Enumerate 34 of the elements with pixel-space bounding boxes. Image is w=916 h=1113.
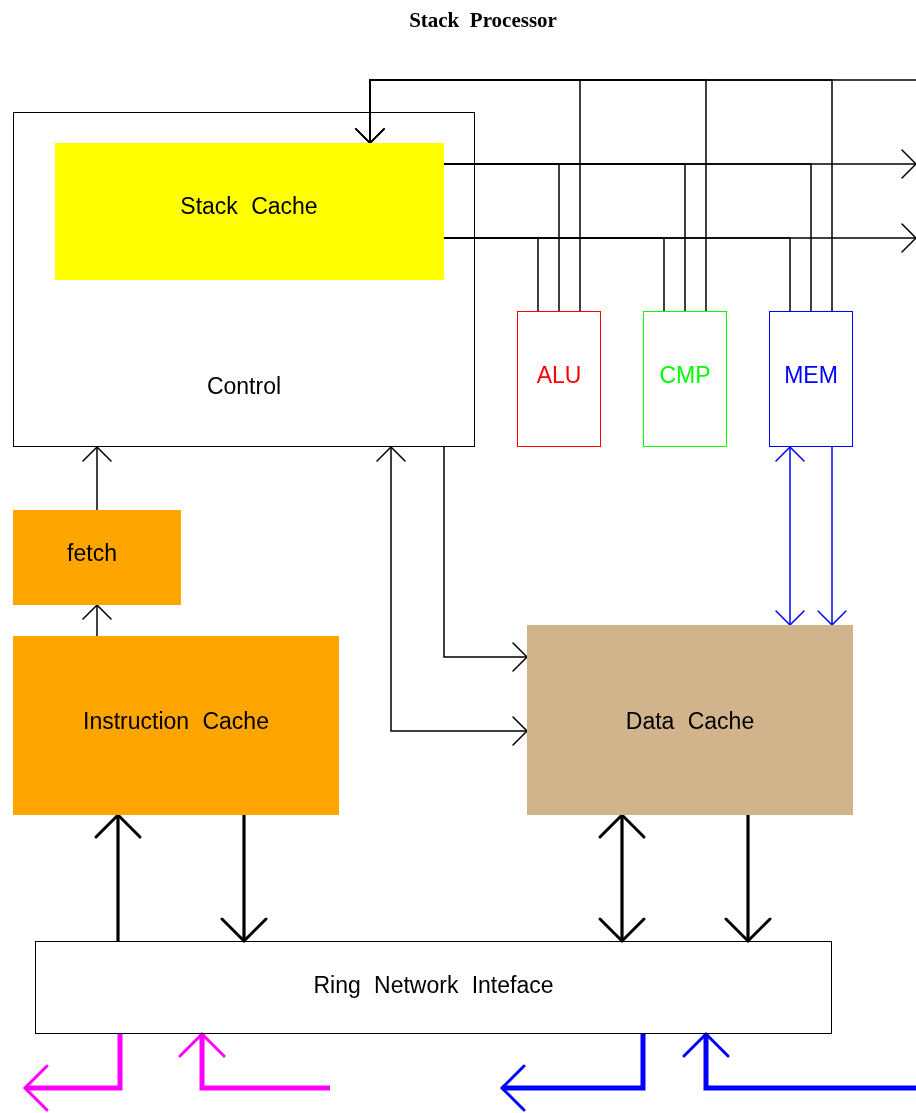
arrow [443, 446, 528, 672]
bus-arrow [178, 1032, 330, 1091]
arrow [376, 446, 528, 746]
block-label: ALU [536, 362, 582, 389]
block-label: Control [206, 373, 282, 400]
arrow [724, 815, 772, 943]
block-label: fetch [67, 540, 117, 567]
block-label: Data Cache [625, 708, 755, 735]
arrow [94, 813, 142, 941]
arrow [775, 446, 805, 626]
bus-arrow [500, 1034, 646, 1112]
memory-unit-box [769, 311, 853, 447]
fetch-block [13, 510, 181, 605]
block-label: MEM [784, 362, 838, 389]
arrow [82, 446, 112, 511]
control-unit-box [13, 112, 475, 447]
bus-arrow [682, 1032, 916, 1091]
diagram-title: Stack Processor [409, 8, 557, 33]
data-cache-block [527, 625, 853, 815]
block-label: Instruction Cache [83, 708, 269, 735]
stack-cache-block [54, 142, 444, 280]
arrow [82, 604, 112, 637]
bus-arrow [355, 79, 916, 144]
instruction-cache-block [13, 636, 339, 815]
block-label: Ring Network Inteface [313, 972, 554, 999]
arrow [220, 815, 268, 943]
bus-arrow [23, 1034, 123, 1112]
block-label: Stack Cache [180, 192, 318, 220]
comparator-box [643, 311, 727, 447]
block-label: CMP [659, 362, 711, 389]
arrow [817, 446, 847, 626]
network-interface-box [35, 941, 832, 1034]
arrow [598, 813, 646, 943]
alu-box [517, 311, 601, 447]
